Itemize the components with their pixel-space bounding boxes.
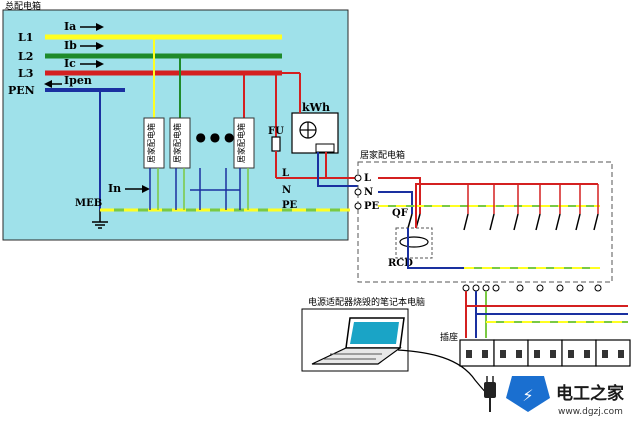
kwh-label: kWh — [302, 101, 330, 114]
current-ib-label: Ib — [64, 39, 77, 52]
home-box-2 — [169, 117, 191, 169]
busbar-l1-label: L1 — [18, 31, 33, 44]
brand-url: www.dgzj.com — [558, 407, 623, 417]
terminal-pe-label: PE — [364, 201, 380, 212]
home-box-3 — [233, 117, 255, 169]
fuse-label: FU — [268, 126, 284, 137]
laptop-caption: 电源适配器烧毁的笔记本电脑 — [308, 296, 425, 308]
busbar-l3-label: L3 — [18, 67, 33, 80]
brand-logo-mark: ⚡ — [522, 386, 533, 405]
rcd-box — [395, 227, 433, 259]
terminal-l — [354, 174, 362, 182]
current-in-label: In — [108, 182, 121, 195]
main-panel-title: 总配电箱 — [5, 0, 41, 12]
current-ic-label: Ic — [64, 57, 76, 70]
panel-l-bus — [415, 183, 598, 228]
current-in-arrowhead — [142, 185, 150, 193]
feed-l-label: L — [282, 168, 289, 179]
home-box-1 — [143, 117, 165, 169]
fuse-symbol — [271, 136, 281, 152]
feed-pe-label: PE — [282, 200, 298, 211]
brand-logo: ⚡ — [506, 376, 550, 412]
meter-terminals — [315, 143, 335, 153]
current-ic-arrowhead — [96, 60, 104, 68]
terminal-n — [354, 188, 362, 196]
laptop-screen — [350, 322, 399, 344]
socket-row — [459, 339, 631, 367]
rcd-core — [399, 236, 429, 248]
brand-name: 电工之家 — [556, 383, 624, 404]
busbar-l2-label: L2 — [18, 50, 33, 63]
terminal-n-label: N — [364, 187, 373, 198]
terminal-pe — [354, 202, 362, 210]
terminal-l-label: L — [364, 173, 371, 184]
panel-n-out — [407, 228, 468, 269]
brand-logo-icon — [506, 376, 550, 412]
outgoing-terminals — [462, 267, 602, 292]
plug-body — [484, 382, 496, 398]
home-box-3-label: 居家配电箱 — [236, 123, 246, 163]
home-panel-title: 居家配电箱 — [360, 149, 405, 161]
current-ia-arrowhead — [96, 23, 104, 31]
home-box-2-label: 居家配电箱 — [172, 123, 182, 163]
qf-label: QF — [392, 208, 408, 219]
panel-l-in — [378, 177, 421, 214]
rcd-label: RCD — [388, 258, 413, 269]
feed-n-label: N — [282, 185, 291, 196]
branch-breakers — [463, 184, 599, 231]
current-ipen-label: Ipen — [64, 74, 92, 87]
qf-switch-n — [407, 213, 413, 229]
home-panel — [357, 161, 613, 283]
feed-n-wire — [317, 152, 358, 187]
current-ib-arrowhead — [96, 42, 104, 50]
ellipsis-dots: ● ● ● — [195, 130, 234, 144]
laptop-keyboard — [311, 347, 402, 365]
home-box-1-label: 居家配电箱 — [146, 123, 156, 163]
busbar-pen-label: PEN — [8, 84, 35, 97]
socket-label: 插座 — [440, 331, 458, 343]
current-ia-label: Ia — [64, 20, 76, 33]
current-ipen-arrowhead — [44, 80, 52, 88]
meb-label: MEB — [75, 198, 102, 209]
